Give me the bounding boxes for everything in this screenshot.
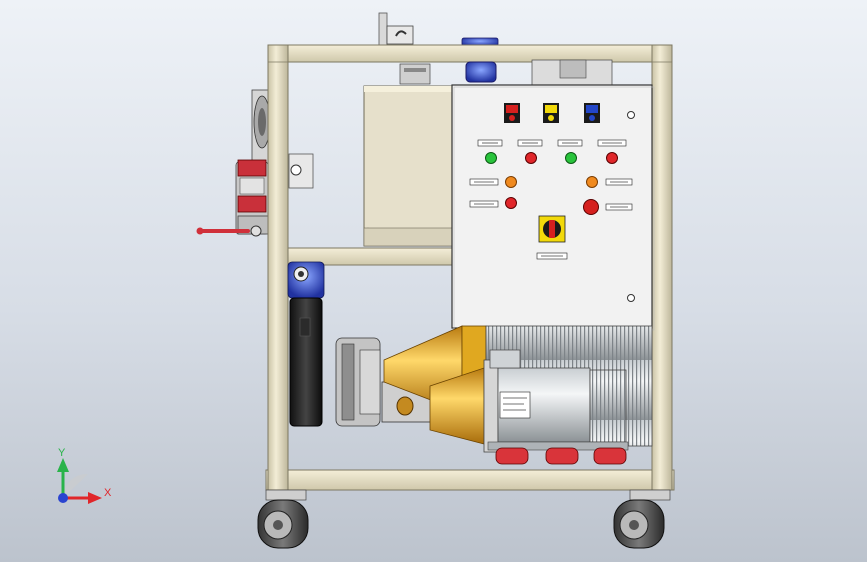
- rubber-mount: [495, 447, 627, 465]
- coordinate-triad: Y X: [57, 447, 112, 504]
- motor-nameplate: [499, 391, 531, 419]
- indicator-light-green: [485, 152, 497, 164]
- button-yellow[interactable]: [543, 103, 559, 123]
- axis-x-label: X: [104, 487, 112, 499]
- control-cabinet: [451, 84, 655, 331]
- emergency-stop-button[interactable]: [583, 199, 599, 215]
- button-red[interactable]: [504, 103, 520, 123]
- oil-filter: [287, 261, 325, 427]
- caster-wheel-icon: [257, 489, 309, 549]
- button-blue[interactable]: [584, 103, 600, 123]
- indicator-light-red: [525, 152, 537, 164]
- indicator-light-red: [606, 152, 618, 164]
- rotary-switch-icon[interactable]: [538, 215, 566, 243]
- indicator-light-orange: [586, 176, 598, 188]
- side-gauge-block: [288, 153, 314, 189]
- top-bracket: [378, 12, 414, 46]
- axis-y-label: Y: [58, 447, 66, 459]
- tank-fittings: [399, 59, 613, 87]
- side-valve-red: [196, 159, 269, 237]
- indicator-light-green: [565, 152, 577, 164]
- indicator-light-red: [505, 197, 517, 209]
- pump-assembly: [335, 325, 653, 465]
- caster-wheel-icon: [613, 489, 671, 549]
- indicator-light-orange: [505, 176, 517, 188]
- oil-tank: [363, 85, 455, 247]
